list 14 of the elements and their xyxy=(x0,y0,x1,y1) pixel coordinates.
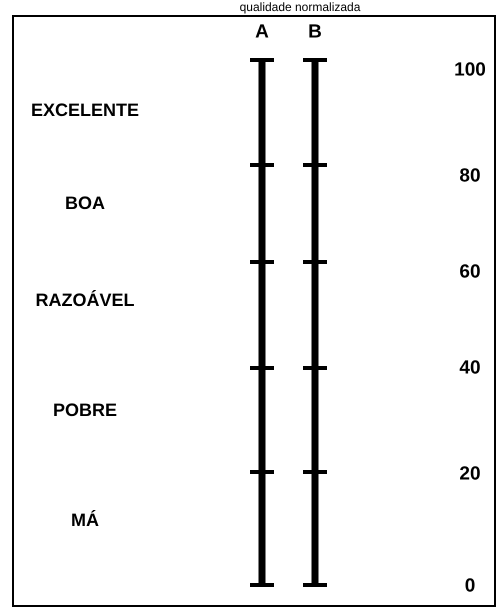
category-label: RAZOÁVEL xyxy=(36,291,134,309)
category-label: POBRE xyxy=(53,401,117,419)
scale-value: 60 xyxy=(459,262,481,282)
category-label: BOA xyxy=(65,194,105,212)
scale-value: 80 xyxy=(459,166,481,186)
scale-value: 0 xyxy=(464,576,476,596)
scale-value: 20 xyxy=(459,464,481,484)
axis-label: B xyxy=(308,22,322,42)
scale-value: 40 xyxy=(459,358,481,378)
scale-value: 100 xyxy=(454,60,486,80)
category-label: MÁ xyxy=(71,511,99,529)
heading: qualidade normalizada xyxy=(240,1,360,13)
axis-label: A xyxy=(255,22,269,42)
category-label: EXCELENTE xyxy=(30,101,140,119)
